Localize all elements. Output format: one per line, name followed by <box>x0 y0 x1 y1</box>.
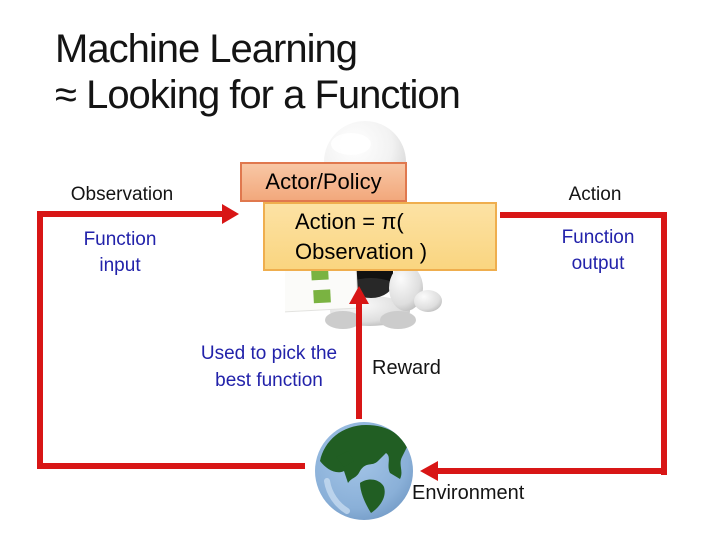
used-to-pick-label: Used to pick the best function <box>200 343 338 391</box>
observation-arrowhead-icon <box>222 204 239 224</box>
environment-label: Environment <box>412 482 525 504</box>
observation-arrow-vertical <box>37 211 43 469</box>
observation-arrow-bottom <box>37 463 305 469</box>
formula-line-2: Observation ) <box>295 239 428 264</box>
reward-arrowhead-icon <box>349 286 369 304</box>
earth-globe-icon <box>315 422 413 520</box>
action-arrowhead-icon <box>420 461 438 481</box>
page-title: Machine Learning ≈ Looking for a Functio… <box>55 26 461 118</box>
action-arrow-vertical <box>661 212 667 475</box>
reward-label: Reward <box>372 357 441 379</box>
action-label: Action <box>568 184 622 205</box>
reward-arrow-vertical <box>356 303 362 419</box>
action-arrow-horizontal <box>500 212 667 218</box>
actor-policy-box: Actor/Policy <box>240 162 407 202</box>
function-input-label: Function input <box>83 229 157 276</box>
title-line-1: Machine Learning <box>55 27 358 71</box>
title-line-2: ≈ Looking for a Function <box>55 73 461 117</box>
observation-arrow-horizontal <box>38 211 222 217</box>
observation-label: Observation <box>70 184 174 205</box>
action-arrow-bottom <box>438 468 667 474</box>
action-formula-box: Action = π( Observation ) <box>263 202 497 271</box>
function-output-label: Function output <box>561 227 635 274</box>
formula-line-1: Action = π( <box>295 209 404 234</box>
